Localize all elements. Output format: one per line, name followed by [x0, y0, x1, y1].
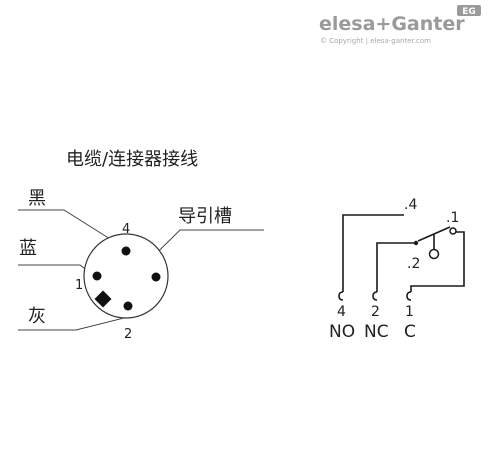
wire-label-gray: 灰	[28, 306, 46, 327]
copyright-text: © Copyright | elesa-ganter.com	[320, 37, 431, 45]
logo-name: elesa+Ganter	[319, 13, 465, 35]
leader-black	[18, 209, 127, 250]
lever-pivot	[428, 248, 440, 260]
contact-node-right	[449, 227, 457, 235]
pin-2	[123, 301, 133, 311]
terminal-label-nc: NC	[364, 322, 389, 342]
terminal-number-1: 1	[405, 304, 414, 320]
terminal-hook-nc	[372, 291, 378, 301]
keyway-marker	[94, 290, 112, 308]
pin-number-1: 1	[75, 278, 83, 293]
terminal-label-c: C	[404, 322, 416, 342]
contact-label-4: .4	[404, 197, 417, 213]
terminal-label-no: NO	[329, 322, 355, 342]
contact-label-2: .2	[407, 256, 420, 272]
logo-badge-box	[457, 5, 481, 16]
wire-no	[342, 214, 404, 292]
wire-label-blue: 蓝	[19, 238, 37, 259]
terminal-hook-no	[338, 291, 344, 301]
terminal-number-4: 4	[337, 304, 346, 320]
pin-3	[151, 272, 161, 282]
pin-4	[121, 246, 131, 256]
leader-gray	[18, 316, 129, 331]
leader-blue	[18, 264, 94, 276]
brand-logo: EG elesa+Ganter © Copyright | elesa-gant…	[319, 5, 481, 45]
connector-title: 电缆/连接器接线	[66, 149, 198, 170]
wire-label-black: 黑	[28, 188, 46, 209]
keyway-label: 导引槽	[178, 206, 232, 227]
pin-1	[92, 271, 102, 281]
logo-badge: EG	[462, 7, 476, 17]
contact-node-left	[413, 240, 419, 246]
wire-nc	[376, 242, 414, 292]
pin-number-2: 2	[124, 327, 132, 342]
terminal-number-2: 2	[371, 304, 380, 320]
wire-c	[410, 231, 465, 292]
pin-number-4: 4	[122, 222, 130, 237]
switch-schematic: .4 .1 .2 4 2 1 NO NC C	[329, 197, 465, 342]
contact-label-1: .1	[446, 210, 459, 226]
terminal-hook-c	[406, 291, 412, 301]
